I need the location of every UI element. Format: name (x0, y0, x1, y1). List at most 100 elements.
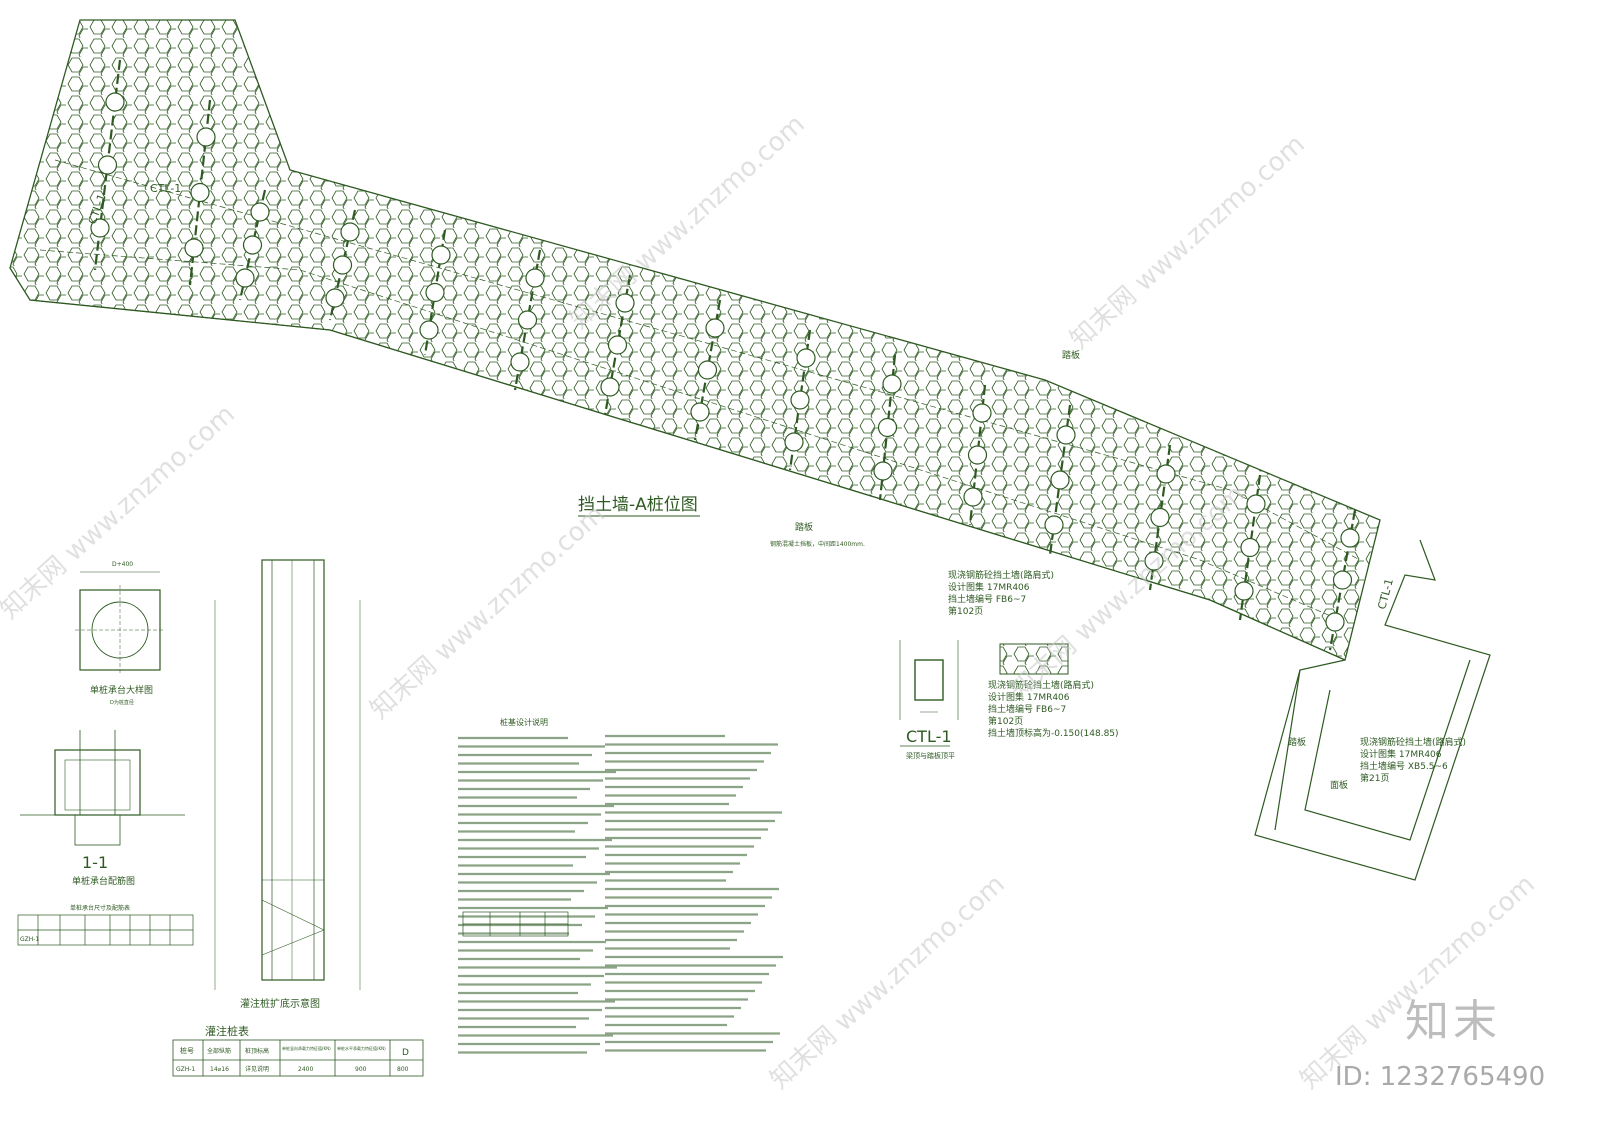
svg-text:设计图集 17MR406: 设计图集 17MR406 (1360, 748, 1442, 760)
pile-circle (705, 318, 725, 338)
label-bottom-note: 钢筋混凝土挡板，中间距1400mm. (770, 540, 865, 548)
svg-text:单桩承台大样图: 单桩承台大样图 (90, 684, 153, 696)
pile-circle (1044, 515, 1064, 535)
svg-text:第102页: 第102页 (948, 605, 983, 617)
pile-circle (1150, 507, 1170, 528)
pile-circle (963, 487, 983, 507)
pile-circle (242, 235, 263, 255)
pile-axis-lines (90, 59, 1360, 651)
svg-text:第102页: 第102页 (988, 715, 1023, 727)
svg-text:第21页: 第21页 (1360, 772, 1389, 784)
pile-circle (97, 155, 118, 175)
svg-text:单桩承台尺寸及配筋表: 单桩承台尺寸及配筋表 (70, 904, 130, 912)
svg-text:GZH-1: GZH-1 (20, 936, 39, 943)
pile-circle (419, 320, 439, 340)
label-slab-right1: 踏板 (1288, 736, 1306, 748)
svg-text:挡土墙顶标高为-0.150(148.85): 挡土墙顶标高为-0.150(148.85) (988, 727, 1119, 739)
ctl-section: CTL-1 梁顶与踏板顶平 (899, 640, 959, 760)
pile-circle (190, 182, 210, 203)
cap-plan-detail: D+400 单桩承台大样图 D为桩直径 (75, 561, 165, 706)
pile-circle (184, 238, 204, 258)
svg-text:单桩承台配筋图: 单桩承台配筋图 (72, 875, 135, 887)
pile-circle (525, 268, 545, 288)
svg-text:桩顶标高: 桩顶标高 (245, 1047, 269, 1055)
cap-section-detail: 1-1 单桩承台配筋图 (20, 730, 185, 887)
svg-text:现浇钢筋砼挡土墙(路肩式): 现浇钢筋砼挡土墙(路肩式) (988, 679, 1094, 691)
svg-text:现浇钢筋砼挡土墙(路肩式): 现浇钢筋砼挡土墙(路肩式) (948, 569, 1054, 581)
pile-circle (325, 288, 345, 308)
svg-text:灌注桩扩底示意图: 灌注桩扩底示意图 (240, 997, 320, 1010)
design-notes: 桩基设计说明 (458, 717, 783, 1054)
label-slab-top: 踏板 (1062, 349, 1080, 361)
svg-text:详见说明: 详见说明 (245, 1065, 269, 1073)
pile-circle (607, 335, 628, 355)
brand-id: ID: 1232765490 (1335, 1062, 1546, 1092)
pile-circle (873, 461, 893, 481)
svg-text:知末网 www.znzmo.com: 知末网 www.znzmo.com (365, 499, 611, 725)
pile-circle (1156, 464, 1176, 484)
svg-text:设计图集 17MR406: 设计图集 17MR406 (948, 581, 1030, 593)
callout-wall-c: 现浇钢筋砼挡土墙(路肩式) 设计图集 17MR406 挡土墙编号 XB5.5~6… (1360, 736, 1466, 784)
pile-circle (235, 268, 255, 288)
pile-circle (600, 377, 620, 397)
svg-text:单桩竖向承载力特征值(KN): 单桩竖向承载力特征值(KN) (282, 1045, 331, 1051)
pile-circle (784, 432, 804, 452)
svg-text:CTL-1: CTL-1 (906, 727, 952, 746)
pile-circle (105, 92, 125, 112)
pile-circle (510, 352, 530, 372)
callout-wall-a: 现浇钢筋砼挡土墙(路肩式) 设计图集 17MR406 挡土墙编号 FB6~7 第… (948, 569, 1054, 617)
svg-text:桩号: 桩号 (180, 1046, 194, 1055)
pile-circle (425, 282, 445, 303)
label-ctl-top: CTL-1 (150, 182, 181, 195)
pile-circle (90, 218, 110, 238)
pile-circle (1332, 570, 1353, 590)
pile-circle (1340, 528, 1360, 548)
retaining-wall-plan (9, 19, 1381, 661)
svg-text:D: D (402, 1048, 409, 1058)
pile-circle (882, 374, 902, 394)
svg-text:D为桩直径: D为桩直径 (110, 699, 134, 706)
pile-circle (1246, 494, 1266, 514)
pile-circle (796, 348, 816, 368)
svg-text:知末网 www.znzmo.com: 知末网 www.znzmo.com (765, 869, 1011, 1095)
svg-text:全部纵筋: 全部纵筋 (207, 1047, 231, 1055)
brand-logo: 知末 (1405, 996, 1501, 1047)
label-slab-right2: 面板 (1330, 779, 1348, 791)
pile-circle (1234, 581, 1254, 601)
pile-circle (250, 202, 270, 222)
svg-text:单桩水平承载力特征值(KN): 单桩水平承载力特征值(KN) (337, 1045, 386, 1051)
svg-text:梁顶与踏板顶平: 梁顶与踏板顶平 (906, 751, 955, 760)
pile-circle (790, 390, 810, 410)
svg-text:知末网 www.znzmo.com: 知末网 www.znzmo.com (1065, 129, 1311, 355)
pile-circle (1144, 551, 1164, 571)
svg-text:挡土墙编号 FB6~7: 挡土墙编号 FB6~7 (988, 703, 1066, 715)
svg-text:800: 800 (397, 1066, 409, 1073)
pile-circle (972, 403, 992, 423)
svg-text:14⌀16: 14⌀16 (210, 1066, 229, 1073)
pile-circle (340, 222, 360, 242)
callout-wall-b: 现浇钢筋砼挡土墙(路肩式) 设计图集 17MR406 挡土墙编号 FB6~7 第… (988, 643, 1119, 739)
label-slab-mid: 踏板 (795, 521, 813, 533)
right-wall-outline (1254, 539, 1491, 881)
pile-circle (1050, 470, 1070, 490)
svg-text:900: 900 (355, 1066, 367, 1073)
pile-circle (196, 127, 216, 147)
pile-table: 灌注桩表 桩号 全部纵筋 桩顶标高 单桩竖向承载力特征值(KN) 单桩水平承载力… (172, 1024, 424, 1077)
svg-text:D+400: D+400 (112, 561, 133, 568)
drawing-title: 挡土墙-A桩位图 (578, 495, 698, 515)
pile-circle (332, 255, 353, 275)
pile-circle (1056, 425, 1076, 445)
pile-circle (1240, 537, 1260, 558)
pile-circle (697, 360, 718, 380)
svg-text:挡土墙编号 XB5.5~6: 挡土墙编号 XB5.5~6 (1360, 760, 1448, 772)
pile-elevation: 灌注桩扩底示意图 (214, 559, 361, 1010)
svg-text:灌注桩表: 灌注桩表 (205, 1024, 249, 1038)
svg-text:现浇钢筋砼挡土墙(路肩式): 现浇钢筋砼挡土墙(路肩式) (1360, 736, 1466, 748)
pile-circle (690, 402, 710, 422)
svg-text:2400: 2400 (298, 1066, 313, 1073)
svg-text:GZH-1: GZH-1 (176, 1066, 195, 1073)
svg-text:设计图集 17MR406: 设计图集 17MR406 (988, 691, 1070, 703)
pile-circle (877, 417, 898, 438)
svg-text:桩基设计说明: 桩基设计说明 (500, 717, 548, 727)
